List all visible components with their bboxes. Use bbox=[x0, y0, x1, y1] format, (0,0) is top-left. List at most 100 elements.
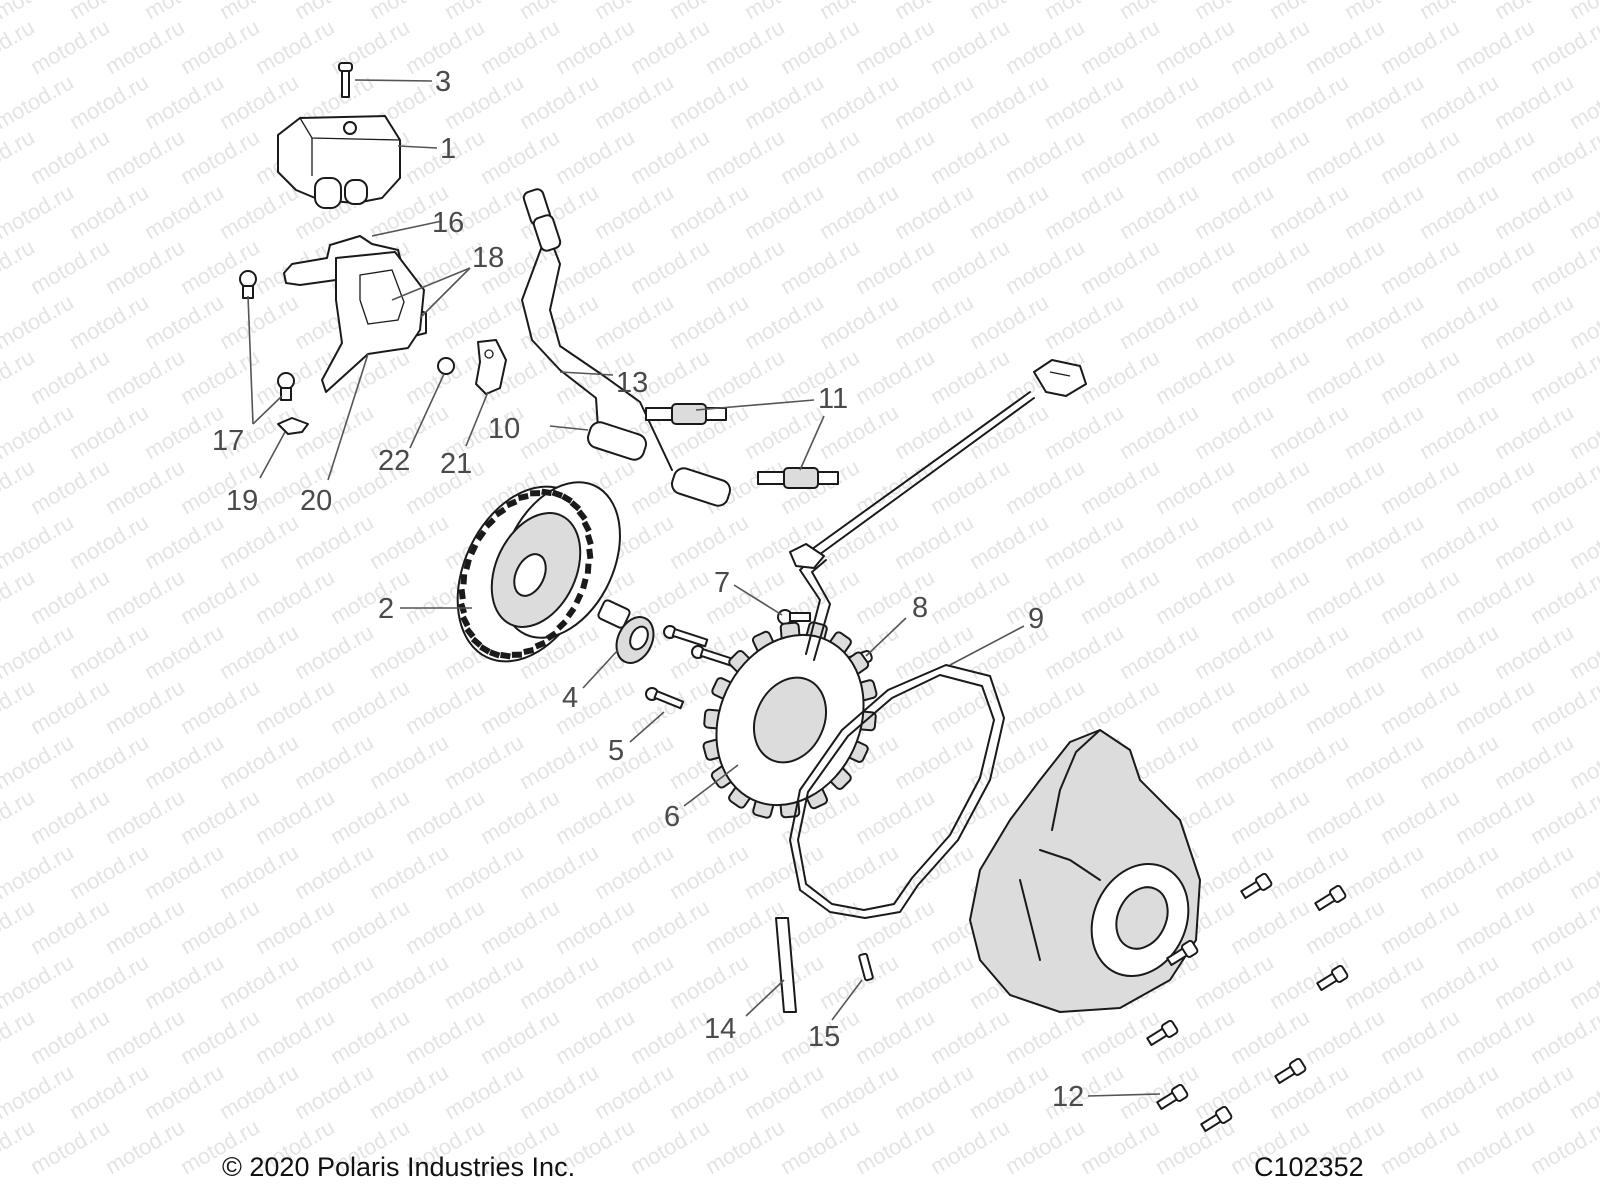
part-pin-15 bbox=[858, 952, 874, 982]
watermark-text: motod.ru bbox=[26, 454, 114, 519]
watermark-text: motod.ru bbox=[590, 289, 678, 354]
part-housing-bolts-12 bbox=[1146, 872, 1349, 1133]
watermark-text: motod.ru bbox=[701, 124, 789, 189]
watermark-text: motod.ru bbox=[401, 344, 489, 409]
watermark-text: motod.ru bbox=[1340, 399, 1428, 464]
watermark-text: motod.ru bbox=[65, 729, 153, 794]
watermark-text: motod.ru bbox=[551, 234, 639, 299]
watermark-text: motod.ru bbox=[1076, 344, 1164, 409]
flywheel-slot bbox=[505, 498, 518, 509]
flywheel-slot bbox=[468, 543, 479, 556]
watermark-text: motod.ru bbox=[665, 179, 753, 244]
watermark-text: motod.ru bbox=[1376, 234, 1464, 299]
watermark-text: motod.ru bbox=[326, 894, 414, 959]
flywheel-slot bbox=[584, 563, 592, 574]
callout-labels: 3 1 16 18 13 11 10 17 22 21 19 20 2 7 8 … bbox=[212, 66, 1084, 1113]
watermark-text: motod.ru bbox=[365, 949, 453, 1014]
watermark-text: motod.ru bbox=[1265, 179, 1353, 244]
watermark-text: motod.ru bbox=[140, 69, 228, 134]
watermark-text: motod.ru bbox=[551, 1004, 639, 1069]
flywheel-slot bbox=[534, 639, 547, 650]
watermark-text: motod.ru bbox=[926, 1114, 1014, 1179]
watermark-text: motod.ru bbox=[851, 784, 939, 849]
flywheel-slot bbox=[541, 488, 552, 497]
watermark-text: motod.ru bbox=[515, 949, 603, 1014]
watermark-text: motod.ru bbox=[740, 69, 828, 134]
watermark-text: motod.ru bbox=[815, 289, 903, 354]
watermark-text: motod.ru bbox=[101, 234, 189, 299]
part-nut-22 bbox=[437, 357, 455, 375]
callout-14: 14 bbox=[704, 1013, 736, 1045]
watermark-text: motod.ru bbox=[440, 729, 528, 794]
watermark-text: motod.ru bbox=[176, 894, 264, 959]
flywheel-slot bbox=[463, 558, 472, 570]
watermark-text: motod.ru bbox=[365, 509, 453, 574]
watermark-text: motod.ru bbox=[215, 619, 303, 684]
watermark-text: motod.ru bbox=[551, 784, 639, 849]
watermark-text: motod.ru bbox=[1451, 564, 1539, 629]
watermark-text: motod.ru bbox=[476, 674, 564, 739]
watermark-text: motod.ru bbox=[1001, 1114, 1089, 1179]
watermark-text: motod.ru bbox=[665, 69, 753, 134]
callout-12: 12 bbox=[1052, 1081, 1084, 1113]
flywheel-slot bbox=[479, 644, 491, 655]
watermark-text: motod.ru bbox=[815, 179, 903, 244]
watermark-text: motod.ru bbox=[1265, 399, 1353, 464]
watermark-text: motod.ru bbox=[1265, 69, 1353, 134]
flywheel-slot bbox=[458, 588, 466, 600]
watermark-text: motod.ru bbox=[926, 234, 1014, 299]
watermark-text: motod.ru bbox=[251, 14, 339, 79]
watermark-text: motod.ru bbox=[365, 1059, 453, 1124]
watermark-text: motod.ru bbox=[665, 839, 753, 904]
watermark-text: motod.ru bbox=[1340, 509, 1428, 574]
watermark-text: motod.ru bbox=[290, 509, 378, 574]
watermark-text: motod.ru bbox=[101, 14, 189, 79]
watermark-text: motod.ru bbox=[851, 124, 939, 189]
watermark-text: motod.ru bbox=[440, 839, 528, 904]
part-wiring-harness bbox=[789, 359, 1087, 569]
watermark-text: motod.ru bbox=[701, 344, 789, 409]
watermark-text: motod.ru bbox=[140, 839, 228, 904]
watermark-text: motod.ru bbox=[1451, 14, 1539, 79]
watermark-text: motod.ru bbox=[590, 179, 678, 244]
watermark-text: motod.ru bbox=[1040, 509, 1128, 574]
watermark-text: motod.ru bbox=[65, 179, 153, 244]
watermark-text: motod.ru bbox=[101, 784, 189, 849]
watermark-text: motod.ru bbox=[440, 1059, 528, 1124]
callout-5: 5 bbox=[608, 735, 624, 767]
watermark-text: motod.ru bbox=[1226, 14, 1314, 79]
part-spark-plug-11a bbox=[645, 403, 727, 425]
watermark-text: motod.ru bbox=[1001, 454, 1089, 519]
watermark-text: motod.ru bbox=[1001, 14, 1089, 79]
watermark-text: motod.ru bbox=[476, 14, 564, 79]
watermark-text: motod.ru bbox=[215, 289, 303, 354]
watermark-text: motod.ru bbox=[965, 509, 1053, 574]
watermark-text: motod.ru bbox=[1115, 289, 1203, 354]
watermark-text: motod.ru bbox=[65, 1059, 153, 1124]
watermark-text: motod.ru bbox=[701, 14, 789, 79]
watermark-text: motod.ru bbox=[1040, 69, 1128, 134]
watermark-text: motod.ru bbox=[515, 839, 603, 904]
watermark-text: motod.ru bbox=[890, 69, 978, 134]
watermark-text: motod.ru bbox=[1340, 289, 1428, 354]
callout-13: 13 bbox=[616, 367, 648, 399]
watermark-text: motod.ru bbox=[1451, 1114, 1539, 1179]
flywheel-slot bbox=[561, 493, 573, 504]
watermark-text: motod.ru bbox=[476, 1004, 564, 1069]
part-bolt-17a bbox=[239, 270, 257, 299]
watermark-text: motod.ru bbox=[890, 509, 978, 574]
watermark-text: motod.ru bbox=[251, 674, 339, 739]
watermark-text: motod.ru bbox=[1076, 564, 1164, 629]
watermark-text: motod.ru bbox=[1226, 454, 1314, 519]
housing-bolt bbox=[1156, 1083, 1189, 1111]
callout-7: 7 bbox=[714, 567, 730, 599]
watermark-text: motod.ru bbox=[965, 399, 1053, 464]
watermark-text: motod.ru bbox=[1490, 949, 1578, 1014]
watermark-text: motod.ru bbox=[251, 894, 339, 959]
watermark-text: motod.ru bbox=[1415, 179, 1503, 244]
watermark-text: motod.ru bbox=[851, 1114, 939, 1179]
watermark-text: motod.ru bbox=[1340, 729, 1428, 794]
watermark-text: motod.ru bbox=[26, 894, 114, 959]
watermark-text: motod.ru bbox=[251, 784, 339, 849]
